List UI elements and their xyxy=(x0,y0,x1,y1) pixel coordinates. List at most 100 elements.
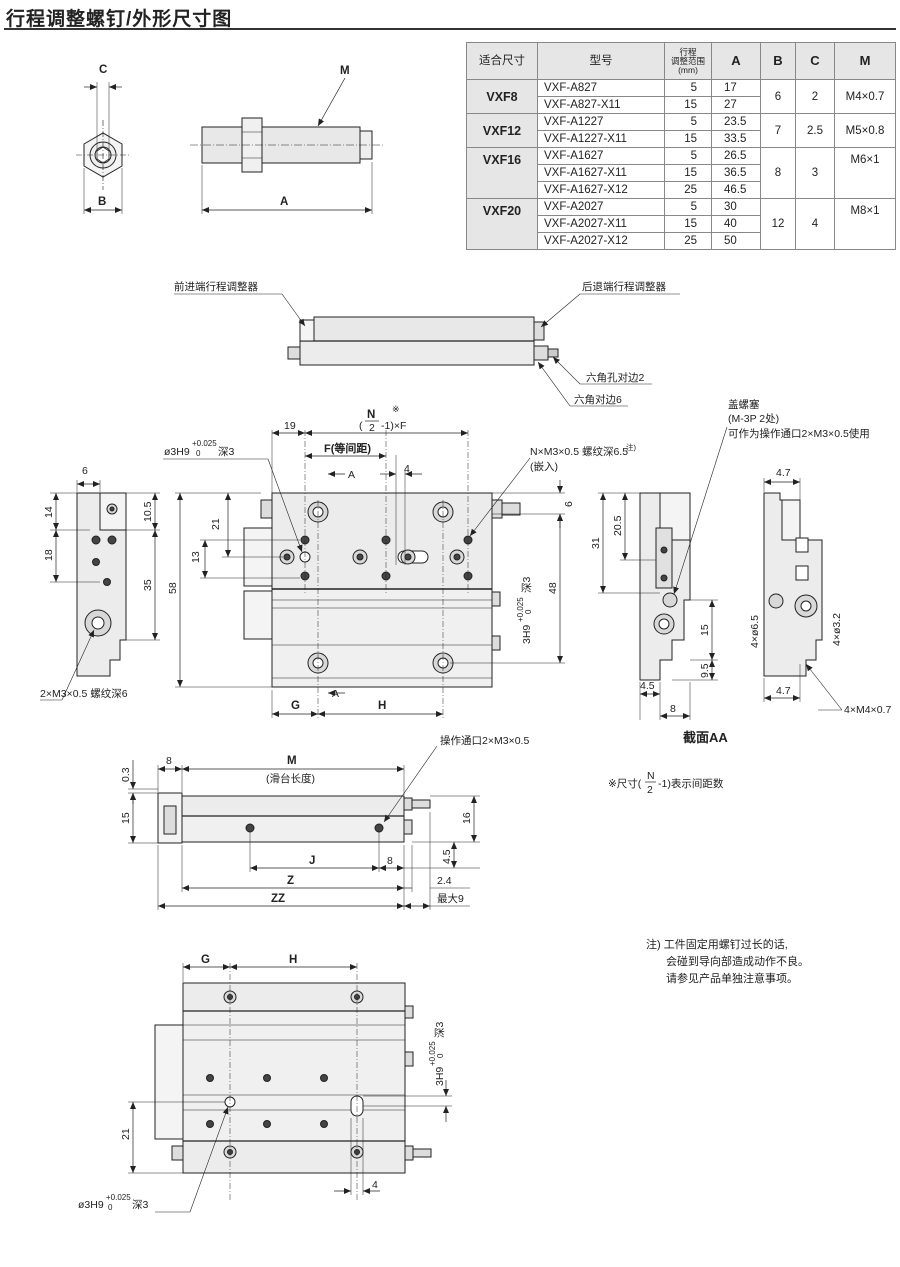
v-bore-label: 3H9 xyxy=(521,625,533,644)
header-model: 型号 xyxy=(537,42,665,80)
bot-dim-z: Z xyxy=(287,875,294,887)
remark-line-3: 请参见产品单独注意事项。 xyxy=(666,973,798,985)
group-name: VXF8 xyxy=(466,79,538,114)
header-c: C xyxy=(795,42,835,80)
sec-dim-3-2: 4×ø3.2 xyxy=(831,613,843,646)
b-cell: 12 xyxy=(760,198,796,250)
side-dim-35: 35 xyxy=(142,579,154,591)
bot-dim-m: M xyxy=(287,755,297,767)
n-tap-label: N×M3×0.5 螺纹深6.5 xyxy=(530,445,628,458)
header-a: A xyxy=(711,42,761,80)
formula-note-prefix: ※尺寸( xyxy=(608,777,642,790)
dim-a: A xyxy=(280,196,288,208)
top-bore-label: ø3H9 xyxy=(78,1199,104,1211)
page-title: 行程调整螺钉/外形尺寸图 xyxy=(6,9,233,30)
v-bore-tol-up: +0.025 xyxy=(516,597,525,622)
model-cell: VXF-A2027-X11 xyxy=(537,215,665,233)
table-row: VXF20 VXF-A2027 5 30 12 4 M8×1 xyxy=(466,198,896,250)
bore-label: ø3H9 xyxy=(164,446,190,458)
bot-dim-0-3: 0.3 xyxy=(120,767,132,782)
bot-port-label: 操作通口2×M3×0.5 xyxy=(440,734,529,747)
section-a-top: A xyxy=(348,469,355,481)
bot-slide-length: (滑台长度) xyxy=(266,772,315,785)
header-m: M xyxy=(834,42,896,80)
dim-21: 21 xyxy=(210,518,222,530)
table-row: VXF16 VXF-A1627 5 26.5 8 3 M6×1 xyxy=(466,147,896,199)
sec-dim-9-5: 9.5 xyxy=(699,663,711,678)
section-aa-drawing xyxy=(598,426,843,720)
group-name: VXF20 xyxy=(466,198,538,250)
sec-dim-8: 8 xyxy=(670,703,676,715)
cap-plug-title: 盖螺塞 xyxy=(728,398,760,411)
bot-dim-j: J xyxy=(309,855,315,867)
top-v-tol-lo: 0 xyxy=(436,1053,445,1058)
table-row: VXF-A1227-X11 15 33.5 xyxy=(467,130,896,148)
adjuster-screw-drawing xyxy=(76,77,384,214)
header-b: B xyxy=(760,42,796,80)
sec-dim-15: 15 xyxy=(699,624,711,636)
b-cell: 6 xyxy=(760,79,796,114)
sec-dim-31: 31 xyxy=(590,537,602,549)
dim-g: G xyxy=(291,700,300,712)
formula-note-n: N xyxy=(647,770,655,782)
bot-dim-8b: 8 xyxy=(387,855,393,867)
bot-dim-16: 16 xyxy=(461,812,473,824)
side-dim-6: 6 xyxy=(82,465,88,477)
formula-mark: ※ xyxy=(392,404,400,414)
bore-depth: 深3 xyxy=(218,446,234,458)
spec-table: 适合尺寸 型号 行程 调整范围 (mm) A B C M VXF8 VXF-A8… xyxy=(466,42,896,250)
section-aa-caption: 截面AA xyxy=(683,730,728,745)
cap-plug-qty: (M-3P 2处) xyxy=(728,413,779,425)
bot-max-9: 最大9 xyxy=(437,892,464,905)
range-cell: 25 xyxy=(664,181,712,199)
top-v-bore: 3H9 xyxy=(434,1067,446,1086)
top-dim-h: H xyxy=(289,954,297,966)
dim-b: B xyxy=(98,196,106,208)
top-bore-depth: 深3 xyxy=(132,1199,148,1211)
sec-dim-20-5: 20.5 xyxy=(612,515,624,536)
dim-58: 58 xyxy=(167,582,179,594)
label-rear-adjuster: 后退端行程调整器 xyxy=(582,280,666,293)
cap-plug-note: 可作为操作通口2×M3×0.5使用 xyxy=(728,427,870,440)
formula-n: N xyxy=(367,409,375,421)
top-dim-g: G xyxy=(201,954,210,966)
top-bore-tol-up: +0.025 xyxy=(106,1193,131,1202)
label-hex-socket: 六角孔对边2 xyxy=(586,371,644,384)
table-row: VXF-A827-X11 15 27 xyxy=(467,96,896,114)
dim-m: M xyxy=(340,65,350,77)
adjusters-overview xyxy=(174,293,680,407)
sec-dim-6-5: 4×ø6.5 xyxy=(749,615,761,648)
formula-open: ( xyxy=(359,420,363,432)
m-cell: M8×1 xyxy=(834,198,896,250)
top-v-depth: 深3 xyxy=(434,1022,446,1038)
title-rule xyxy=(4,28,896,30)
m-cell: M5×0.8 xyxy=(834,113,896,148)
dim-19: 19 xyxy=(284,420,296,432)
section-a-bottom: A xyxy=(332,688,339,700)
sec-tap-label: 4×M4×0.7 xyxy=(844,704,891,716)
table-row: VXF12 VXF-A1227 5 23.5 7 2.5 M5×0.8 xyxy=(466,113,896,148)
formula-note-suffix: -1)表示间距数 xyxy=(658,777,724,790)
n-tap-note: 注) xyxy=(626,442,636,452)
front-view-drawing xyxy=(163,430,565,718)
top-bore-tol-lo: 0 xyxy=(108,1203,113,1212)
front-adjuster-screw xyxy=(287,346,301,360)
sec-dim-4-7-bottom: 4.7 xyxy=(776,685,791,697)
bot-dim-2-4: 2.4 xyxy=(437,875,452,887)
sec-dim-4-5: 4.5 xyxy=(640,680,655,692)
table-row: VXF8 VXF-A827 5 17 6 2 M4×0.7 xyxy=(466,79,896,114)
top-dim-4: 4 xyxy=(372,1179,378,1191)
bot-dim-4-5: 4.5 xyxy=(441,849,453,864)
dim-c: C xyxy=(99,64,107,76)
v-bore-tol-lo: 0 xyxy=(524,609,533,614)
remark-line-1: 注) 工件固定用螺钉过长的话, xyxy=(646,939,788,951)
a-cell: 50 xyxy=(711,232,761,250)
label-hex-flats: 六角对边6 xyxy=(574,393,622,406)
c-cell: 4 xyxy=(795,198,835,250)
group-name: VXF16 xyxy=(466,147,538,199)
model-cell: VXF-A1227-X11 xyxy=(537,130,665,148)
header-fit-size: 适合尺寸 xyxy=(466,42,538,80)
m-cell: M6×1 xyxy=(834,147,896,199)
table-header-row: 适合尺寸 型号 行程 调整范围 (mm) A B C M xyxy=(466,42,896,80)
table-row: VXF-A2027-X12 25 50 xyxy=(467,232,896,250)
